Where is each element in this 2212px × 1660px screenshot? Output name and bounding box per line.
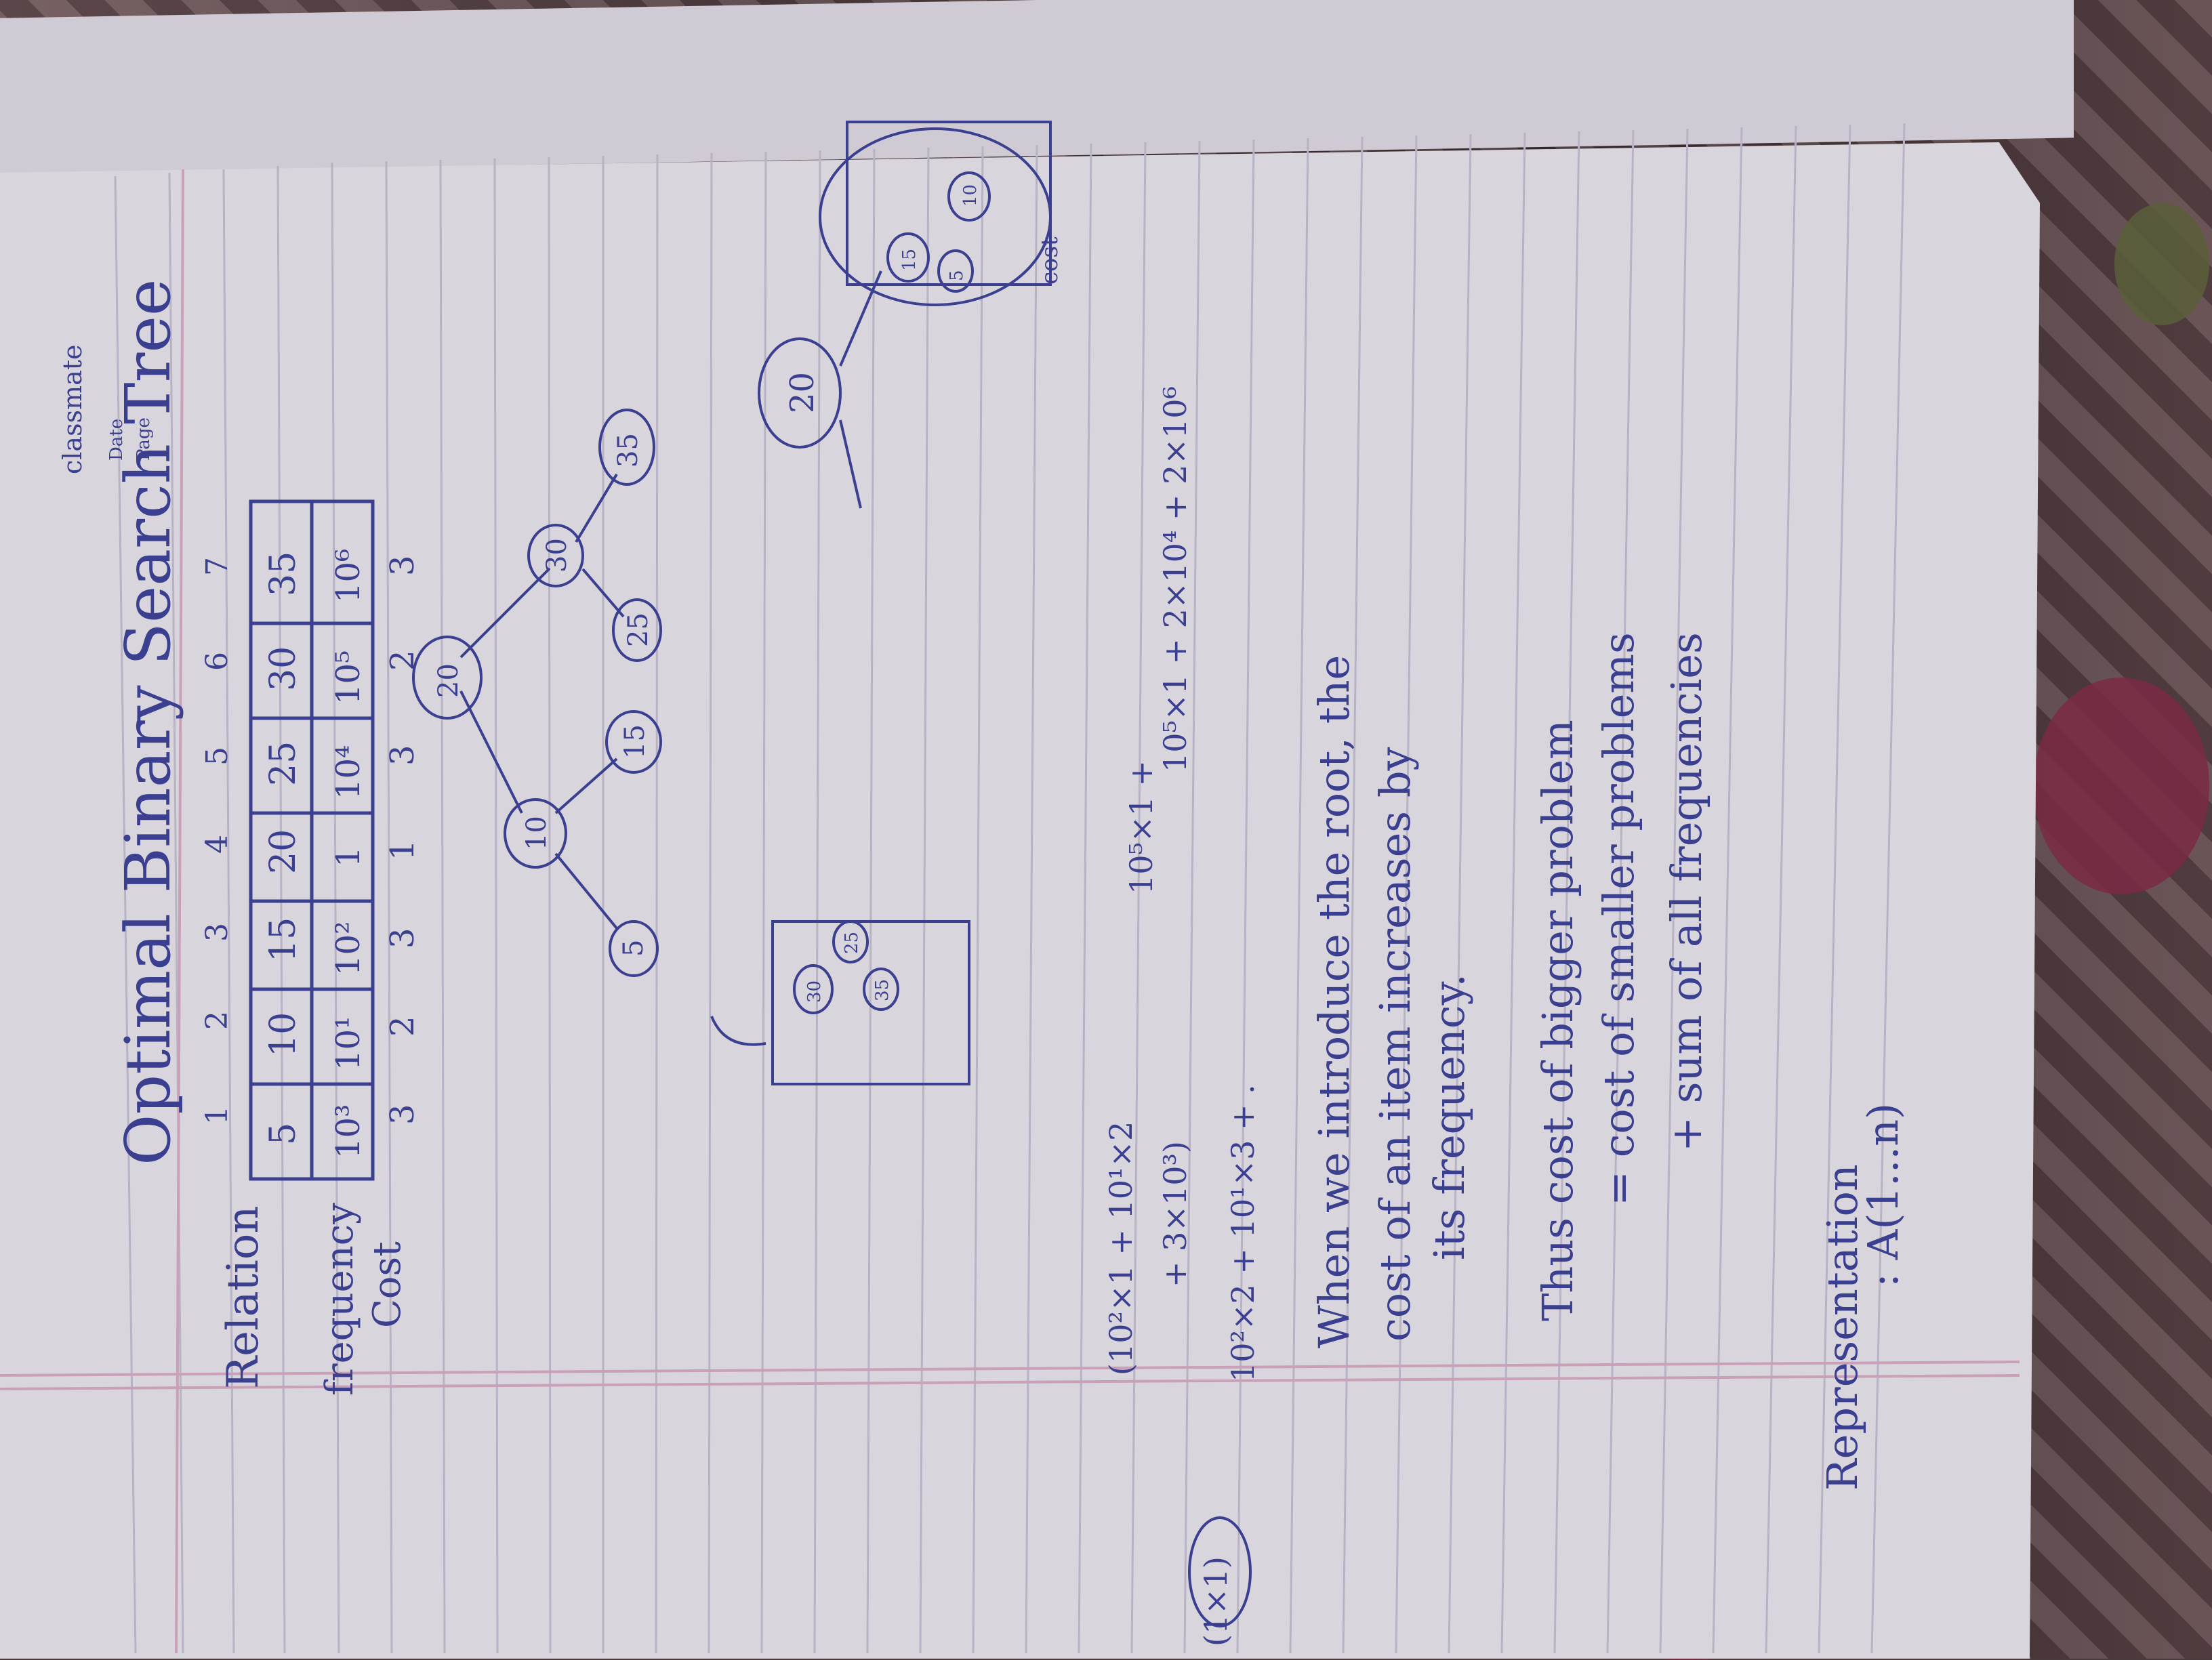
date-label: Date — [106, 419, 127, 461]
note-line: : A(1...n) — [1858, 1103, 1908, 1287]
equation-mid: 10⁵×1 + — [1123, 760, 1160, 894]
table-frequency: 10⁵ — [329, 650, 367, 705]
table-key: 25 — [263, 741, 304, 786]
frequency-label: frequency — [318, 1203, 362, 1396]
note-line: Thus cost of bigger problem — [1533, 720, 1582, 1321]
table-index: 6 — [200, 652, 234, 671]
tree-node: 5 — [618, 940, 649, 957]
table-index: 4 — [200, 835, 234, 854]
tree-node: 15 — [619, 724, 651, 759]
subtree-node: 35 — [872, 979, 893, 1001]
table-frequency: 1 — [329, 846, 367, 867]
left-root-node: 20 — [783, 372, 821, 413]
equation-right: 10⁵×1 + 2×10⁴ + 2×10⁶ — [1157, 386, 1193, 772]
table-index: 7 — [200, 557, 234, 576]
boxed-term-circle — [1188, 1516, 1252, 1627]
left-subtree-diagram — [758, 121, 1052, 509]
subtree-node: 25 — [842, 932, 862, 954]
tree-node: 35 — [613, 433, 644, 468]
brand-label: classmate — [58, 344, 87, 474]
table-index: 2 — [200, 1011, 234, 1030]
fabric-flower — [2033, 678, 2209, 894]
table-key: 35 — [263, 552, 304, 596]
left-subtree-node: 10 — [960, 184, 981, 207]
tree-node: 30 — [541, 538, 573, 573]
table-frequency: 10² — [329, 921, 367, 976]
equation-line1: (10²×1 + 10¹×2 — [1103, 1121, 1139, 1375]
table-cost: 3 — [384, 745, 422, 766]
table-index: 1 — [200, 1106, 234, 1125]
table-key: 10 — [263, 1012, 304, 1057]
table-cost: 3 — [384, 555, 422, 576]
page-label: Page — [134, 417, 154, 461]
table-cost: 3 — [384, 928, 422, 949]
table-cost: 1 — [384, 839, 422, 860]
table-key: 5 — [263, 1123, 304, 1145]
table-key: 20 — [263, 829, 304, 874]
subtree-box — [710, 920, 970, 1085]
tree-node: 25 — [623, 613, 654, 647]
table-frequency: 10⁴ — [329, 745, 367, 800]
page-title: Optimal Binary Search Tree — [112, 279, 184, 1165]
bst-diagram — [412, 409, 662, 977]
note-line: = cost of smaller problems — [1594, 632, 1643, 1206]
cost-label: Cost — [365, 1241, 409, 1328]
cost-annotation: cost — [1036, 236, 1063, 285]
table-cost: 2 — [384, 1016, 422, 1037]
table-frequency: 10³ — [329, 1104, 367, 1159]
note-line: cost of an item increases by — [1370, 747, 1420, 1342]
ruled-lines — [114, 123, 1906, 1654]
fabric-flower — [2114, 203, 2209, 325]
note-line: its frequency. — [1425, 974, 1474, 1260]
table-index: 5 — [200, 747, 234, 766]
note-line: Representation — [1818, 1164, 1867, 1491]
equation-line2: 10²×2 + 10¹×3 + . — [1225, 1084, 1261, 1382]
equation-box: (1×1) — [1197, 1556, 1234, 1646]
left-subtree-node: 5 — [947, 270, 967, 281]
table-index: 3 — [200, 923, 234, 942]
note-line: When we introduce the root, the — [1309, 655, 1359, 1348]
tree-node: 10 — [521, 816, 552, 850]
classmate-stamp: classmate Date Page — [58, 344, 154, 474]
key-table — [249, 499, 375, 1181]
left-subtree-node: 15 — [899, 249, 920, 271]
table-key: 15 — [263, 917, 304, 962]
note-line: + sum of all frequencies — [1662, 632, 1711, 1152]
table-cost: 3 — [384, 1104, 422, 1125]
table-key: 30 — [263, 646, 304, 691]
table-frequency: 10⁶ — [329, 549, 367, 603]
margin-lines — [0, 169, 2020, 1654]
relation-label: Relation — [218, 1205, 268, 1389]
equation-line1b: + 3×10³) — [1157, 1141, 1193, 1287]
table-frequency: 10¹ — [329, 1016, 367, 1071]
subtree-node: 30 — [804, 980, 825, 1003]
tree-node: 20 — [433, 663, 464, 698]
